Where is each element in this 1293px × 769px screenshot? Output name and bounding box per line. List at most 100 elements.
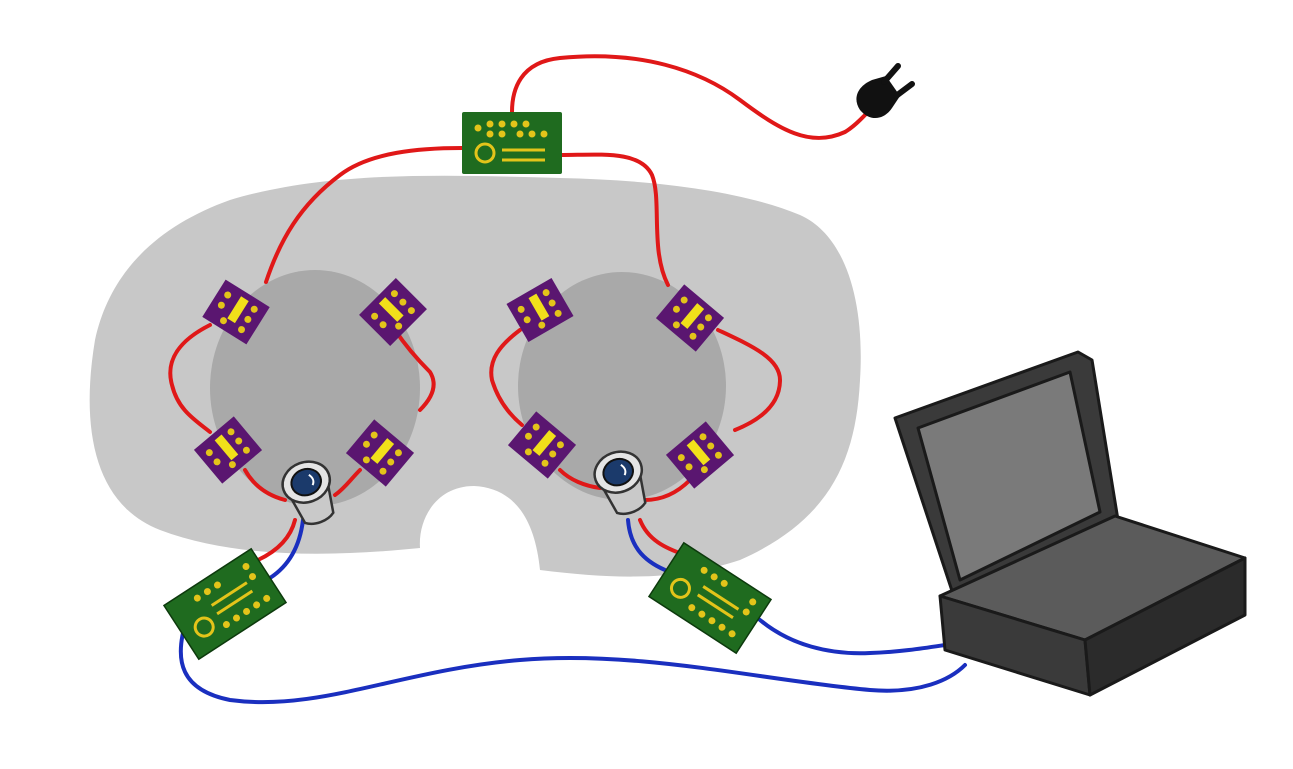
pcb-pad [698, 610, 706, 618]
led-pad [672, 321, 680, 329]
pcb-trace [696, 593, 734, 619]
led-chip [532, 430, 557, 456]
laptop [893, 350, 1247, 697]
power-wire-left-inner-bottom [333, 468, 362, 497]
data-wire-right-camera [626, 518, 667, 572]
led-chip [528, 293, 550, 321]
pcb-pad [203, 588, 211, 596]
pcb-pad [728, 630, 736, 638]
pcb-pad [749, 598, 757, 606]
led-pad [556, 441, 564, 449]
led-module [359, 278, 427, 346]
pcb-pad [213, 581, 221, 589]
pcb-pad [243, 607, 251, 615]
pcb-pad [253, 601, 261, 609]
power-wire-right-top [558, 152, 670, 287]
led-pad [672, 305, 680, 313]
led-pad [379, 467, 387, 475]
power-pcb [462, 112, 562, 174]
led-chip [370, 438, 395, 464]
led-pad [707, 442, 715, 450]
led-modules [193, 277, 735, 489]
led-chip [214, 434, 239, 461]
pcb-pad [710, 573, 718, 581]
power-wire-left-camera-down [256, 518, 297, 562]
led-pad [699, 433, 707, 441]
led-pad [523, 316, 531, 324]
power-wire-right-inner-bottom [558, 468, 602, 490]
laptop-base-side [1083, 556, 1247, 697]
led-pad [524, 448, 532, 456]
led-pad [394, 449, 402, 457]
pcb-pad [242, 563, 250, 571]
cameras [281, 450, 647, 526]
power-wire-right-loop [716, 328, 783, 432]
led-chip [686, 439, 711, 466]
led-pad [238, 326, 246, 334]
led-pad [390, 290, 398, 298]
led-pad [228, 461, 236, 469]
left-camera-pcb [162, 547, 288, 661]
pcb-pad [708, 617, 716, 625]
led-pad [219, 317, 227, 325]
left-camera [281, 460, 335, 526]
power-pcb-pads [474, 120, 548, 138]
led-module [193, 416, 263, 484]
pcb-pad [263, 594, 271, 602]
led-module [655, 284, 725, 352]
led-pad [548, 299, 556, 307]
power-cable-to-plug [510, 54, 870, 140]
led-pad [213, 458, 221, 466]
led-pad [362, 440, 370, 448]
data-wiring [178, 518, 967, 705]
pcb-pad [720, 579, 728, 587]
power-wire-left-inner-top [393, 328, 436, 412]
power-wire-right-bottom [643, 478, 692, 502]
led-pad [362, 456, 370, 464]
power-pcb-traces [474, 142, 545, 164]
led-module [202, 279, 270, 345]
led-pad [554, 309, 562, 317]
led-pad [242, 446, 250, 454]
data-cable-right-to-laptop [758, 618, 947, 656]
led-pad [685, 463, 693, 471]
led-module [506, 277, 574, 343]
pcb-pad [688, 604, 696, 612]
pcb-pad [232, 614, 240, 622]
plug-prong-top [881, 63, 901, 85]
pcb-pad [222, 621, 230, 629]
led-pad [395, 322, 403, 330]
led-module [345, 419, 415, 487]
led-pad [680, 296, 688, 304]
pcb-ring [193, 616, 215, 638]
pcb-pad [700, 566, 708, 574]
led-pad [517, 305, 525, 313]
led-pad [714, 451, 722, 459]
led-pad [217, 301, 225, 309]
led-pad [379, 321, 387, 329]
led-pad [244, 315, 252, 323]
led-pad [689, 332, 697, 340]
led-pad [227, 428, 235, 436]
camera-lens [602, 457, 634, 487]
pcb-trace [216, 589, 254, 616]
led-chip [227, 296, 249, 324]
led-pad [524, 432, 532, 440]
led-module [507, 411, 577, 479]
led-pad [371, 312, 379, 320]
data-wire-left-camera [268, 518, 305, 580]
led-pad [700, 466, 708, 474]
camera-pcb-board [647, 541, 773, 655]
led-pad [387, 458, 395, 466]
plug-body [856, 76, 900, 119]
lens-glint [308, 473, 315, 486]
camera-pcbs [162, 541, 773, 661]
power-wire-left-top [264, 146, 464, 284]
led-pad [235, 437, 243, 445]
laptop-screen [916, 370, 1102, 582]
data-cable-left-to-laptop [178, 623, 967, 705]
right-camera [593, 450, 647, 516]
pcb-trace [702, 585, 740, 611]
